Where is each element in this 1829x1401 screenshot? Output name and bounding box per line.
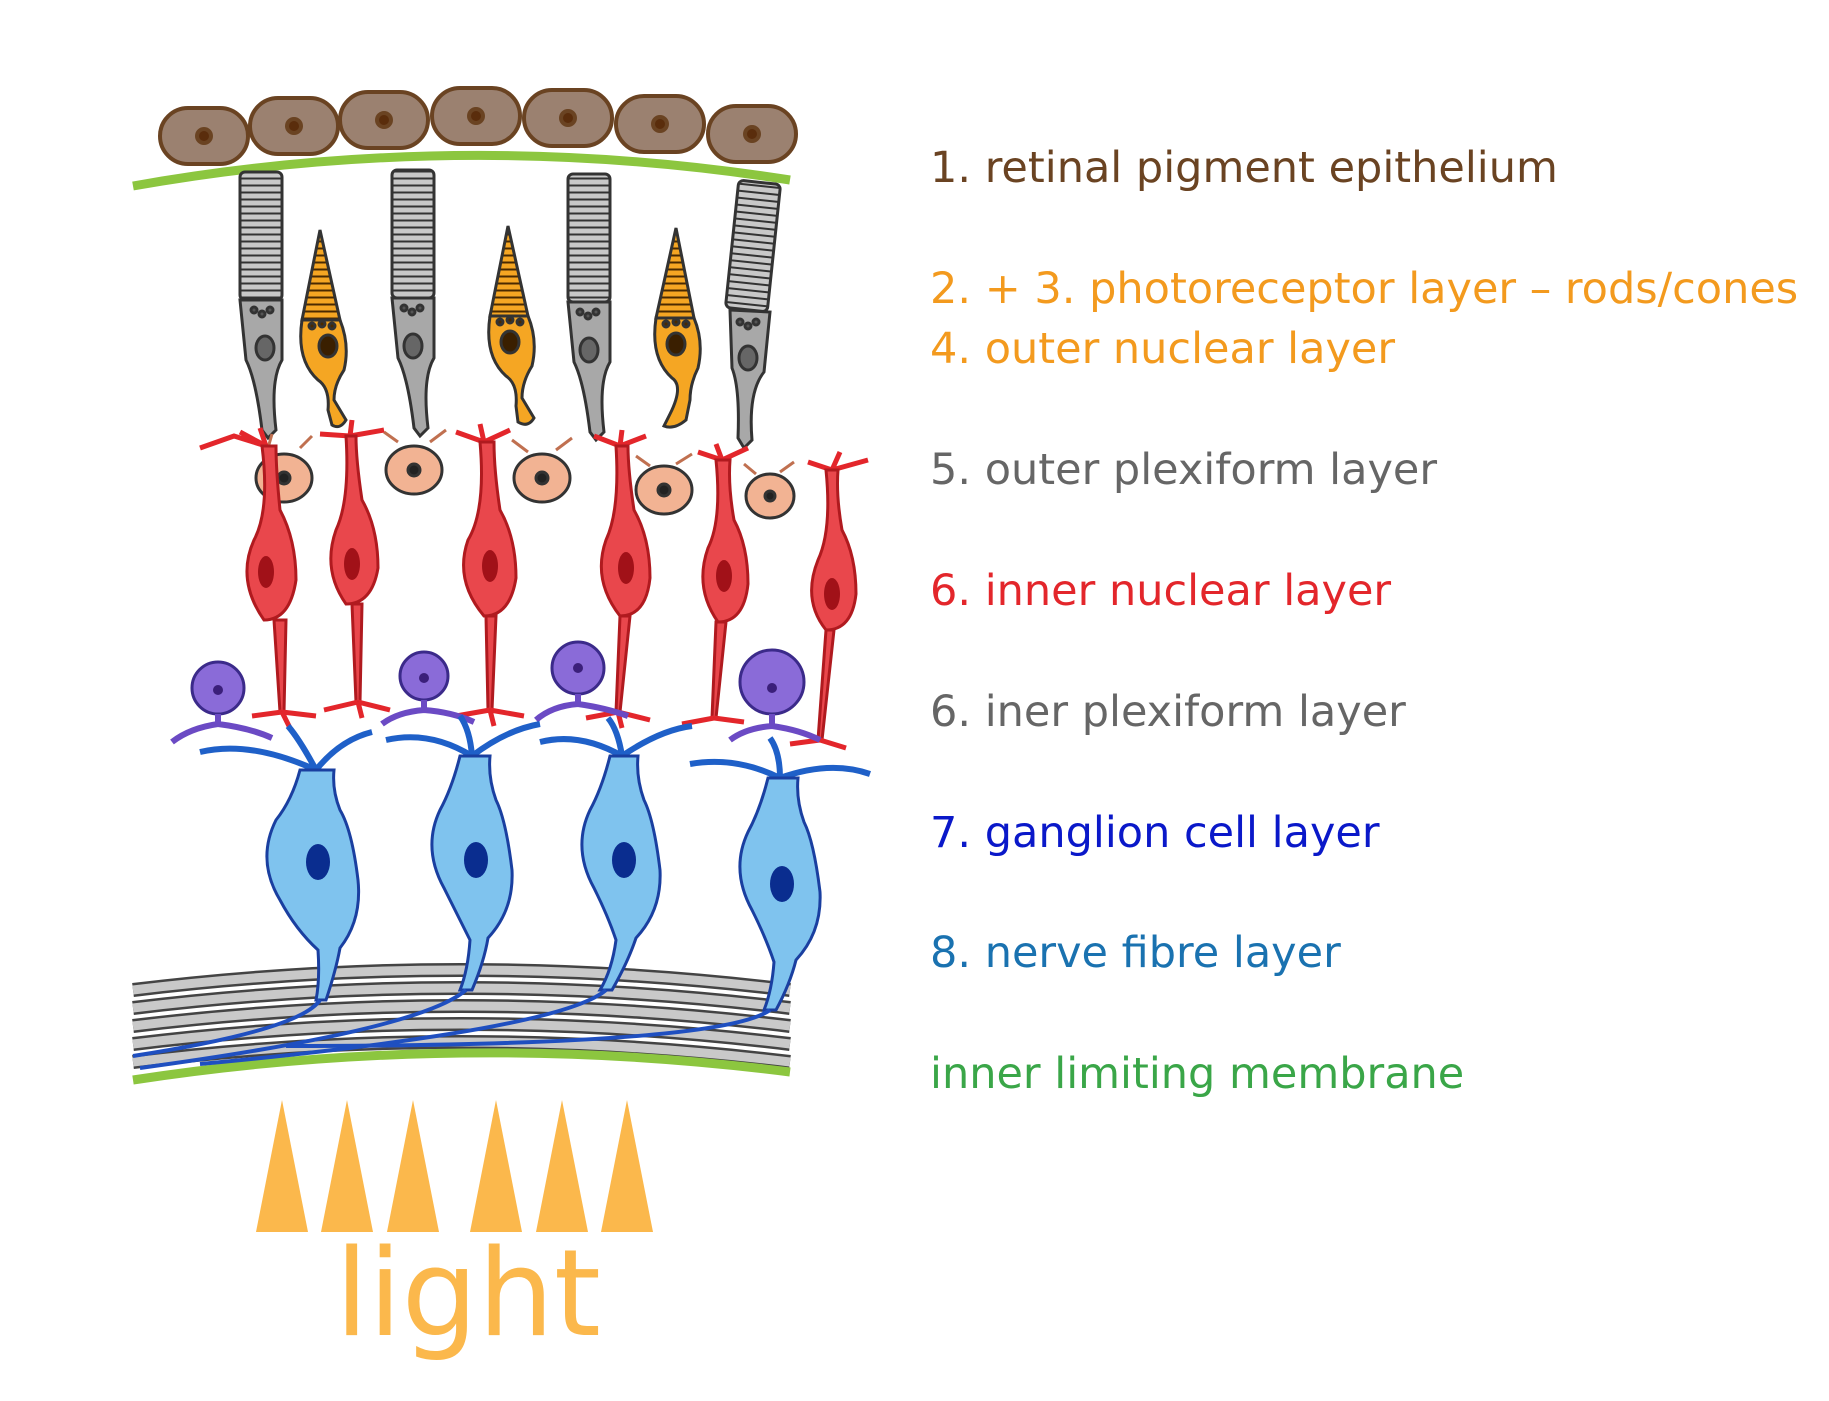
ganglion-cell [199,724,373,1002]
rods [238,168,782,451]
light-arrow [470,1100,522,1232]
inner-limiting-membrane [132,1048,791,1085]
bipolar-cell [199,427,317,730]
bipolar-cell [585,429,652,729]
bipolar-cell [455,423,525,727]
ganglion-cells [199,714,871,1012]
rod-cell [724,179,782,451]
bipolar-cell [789,450,869,751]
amacrine-cell [534,640,630,723]
label-inner-plexiform-layer: 6. iner plexiform layer [930,687,1406,737]
horizontal-cell [511,436,573,504]
bipolar-cells [199,419,869,751]
amacrine-cell [170,660,274,745]
light-arrows [256,1100,653,1232]
horizontal-cells [249,428,796,520]
light-arrow [256,1100,308,1232]
nerve-fibre-bundle [132,963,791,1069]
bipolar-cell [319,419,391,719]
label-ganglion-cell-layer: 7. ganglion cell layer [930,808,1380,858]
amacrine-cell [380,650,476,727]
cone-cell [653,227,702,429]
cone-cell [299,229,348,429]
rod-cell [238,170,284,441]
light-label: light [335,1225,601,1364]
ganglion-axons [132,988,772,1070]
light-arrow [321,1100,373,1232]
light-arrow [536,1100,588,1232]
ganglion-cell [385,714,541,992]
horizontal-cell [383,428,447,496]
horizontal-cell [743,460,796,520]
label-photoreceptor-layer: 2. + 3. photoreceptor layer – rods/cones [930,264,1799,314]
rpe-membrane [132,150,791,191]
label-outer-nuclear-layer: 4. outer nuclear layer [930,324,1396,374]
ganglion-cell [689,736,871,1012]
ganglion-cell [539,716,693,992]
rpe-cells [158,86,798,166]
label-inner-limiting-membrane: inner limiting membrane [930,1049,1465,1099]
label-retinal-pigment-epithelium: 1. retinal pigment epithelium [930,143,1558,193]
cones [299,225,702,429]
amacrine-cells [170,640,822,745]
bipolar-cell [681,443,750,727]
rod-cell [390,168,436,439]
label-inner-nuclear-layer: 6. inner nuclear layer [930,566,1392,616]
label-outer-plexiform-layer: 5. outer plexiform layer [930,445,1438,495]
amacrine-cell [728,648,822,743]
rod-cell [566,172,612,443]
label-nerve-fibre-layer: 8. nerve fibre layer [930,928,1341,978]
horizontal-cell [634,452,694,516]
light-arrow [387,1100,439,1232]
light-arrow [601,1100,653,1232]
cone-cell [487,225,536,426]
